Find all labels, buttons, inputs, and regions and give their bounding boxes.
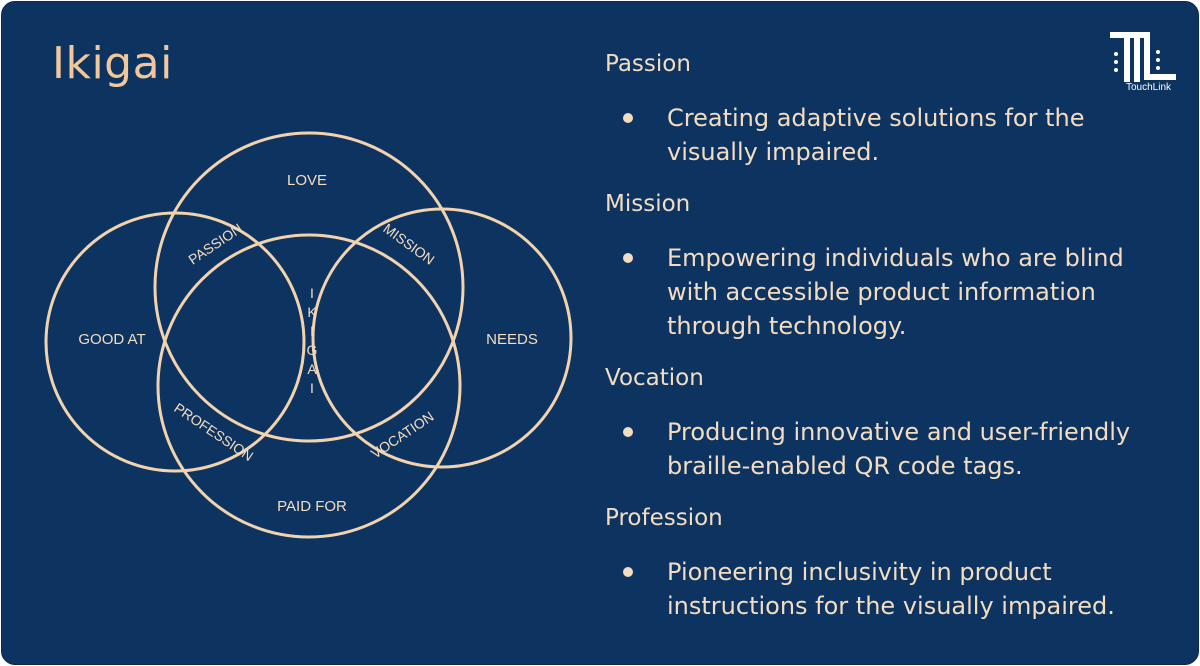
section-heading: Profession [605,505,723,531]
center-letter: I [310,380,314,396]
venn-circle-love [153,131,465,443]
touchlink-logo [1110,32,1176,82]
center-letter: I [310,323,314,339]
label-needs: NEEDS [486,331,538,348]
bullet-line: through technology. [667,312,907,340]
label-vocation: VOCATION [368,408,437,462]
bullet-line: Pioneering inclusivity in product [667,558,1052,586]
bullet-dot [623,113,633,123]
center-letter: G [307,342,318,358]
venn-circle-paid-for [156,233,462,539]
section-vocation: Vocation Producing innovative and user-f… [605,361,1185,483]
center-letter: I [310,285,314,301]
bullet-line: braille-enabled QR code tags. [667,452,1023,480]
bullet-line: Producing innovative and user-friendly [667,418,1131,446]
bullet-line: Empowering individuals who are blind [667,244,1124,272]
bullet-item: Pioneering inclusivity in product instru… [605,555,1185,623]
bullet-line: Creating adaptive solutions for the [667,104,1085,132]
bullet-dot [623,253,633,263]
section-passion: Passion Creating adaptive solutions for … [605,47,1185,169]
venn-circle-good-at [44,211,306,473]
label-passion: PASSION [185,220,245,267]
label-love: LOVE [287,172,327,189]
label-good-at: GOOD AT [78,331,145,348]
slide-title: Ikigai [52,38,173,89]
section-profession: Profession Pioneering inclusivity in pro… [605,501,1185,623]
bullet-line: visually impaired. [667,138,880,166]
bullet-dot [623,567,633,577]
venn-circle-needs [311,207,573,469]
logo-caption: TouchLink [1126,82,1172,93]
bullet-item: Producing innovative and user-friendly b… [605,415,1185,483]
section-heading: Mission [605,191,691,217]
section-heading: Vocation [605,365,704,391]
bullet-item: Creating adaptive solutions for the visu… [605,101,1185,169]
ikigai-descriptions: Passion Creating adaptive solutions for … [605,47,1185,623]
bullet-dot [623,427,633,437]
section-mission: Mission Empowering individuals who are b… [605,187,1185,343]
bullet-line: instructions for the visually impaired. [667,592,1115,620]
bullet-item: Empowering individuals who are blind wit… [605,241,1185,343]
label-mission: MISSION [380,220,437,268]
ikigai-venn-diagram: LOVE GOOD AT NEEDS PAID FOR PASSION MISS… [44,131,573,539]
label-paid-for: PAID FOR [277,498,347,515]
center-letter: K [307,304,317,320]
section-heading: Passion [605,51,691,77]
center-letter: A [307,361,317,377]
bullet-line: with accessible product information [667,278,1096,306]
